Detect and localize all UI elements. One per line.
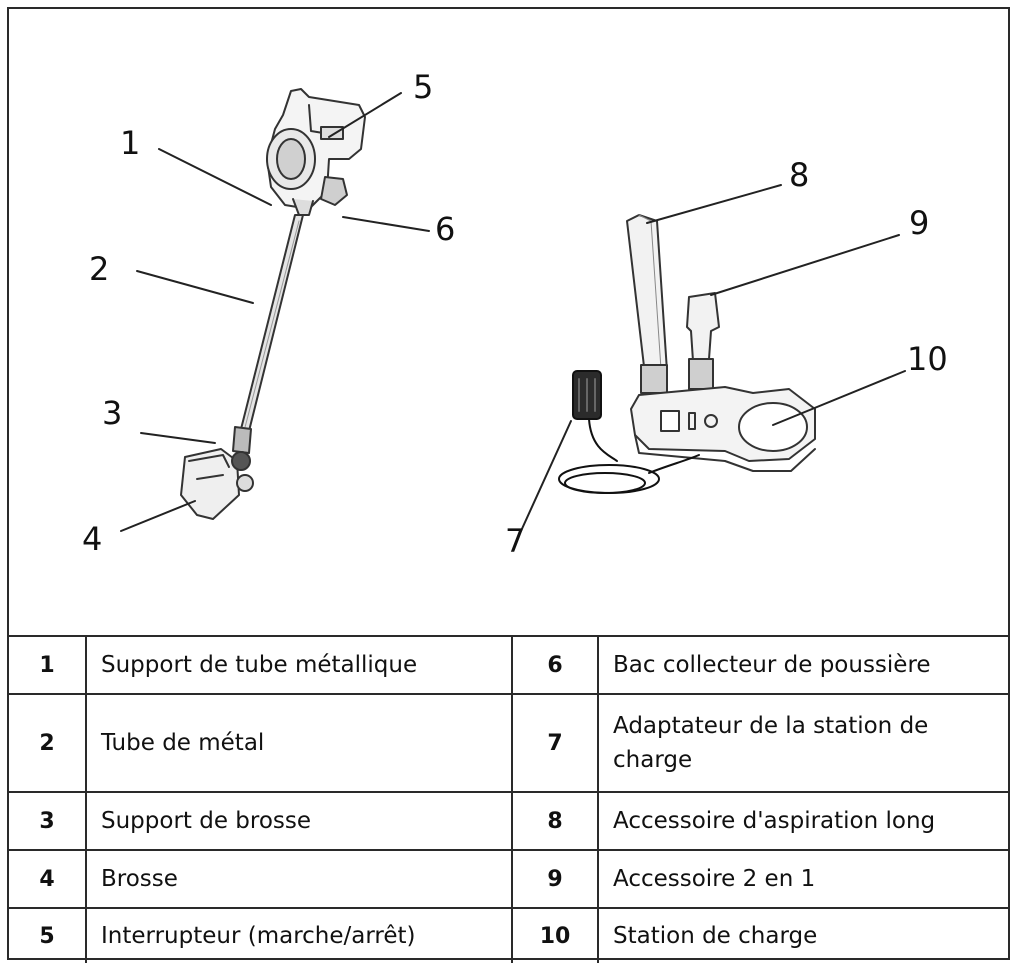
table-row: 3 Support de brosse 8 Accessoire d'aspir…	[9, 791, 1008, 851]
vacuum-body-drawing	[266, 88, 366, 216]
callout-2: 2	[89, 250, 110, 288]
part-number: 1	[9, 635, 87, 695]
callout-1: 1	[120, 124, 141, 162]
charging-base-drawing	[630, 386, 816, 472]
callout-9: 9	[909, 204, 930, 242]
callout-4: 4	[82, 520, 103, 558]
adapter-cable-drawing	[558, 370, 700, 494]
part-number: 7	[511, 693, 599, 793]
part-number: 9	[511, 849, 599, 909]
long-crevice-tool-drawing	[626, 214, 668, 394]
part-label: Interrupteur (marche/arrêt)	[85, 907, 513, 963]
part-label: Accessoire 2 en 1	[597, 849, 1008, 909]
callout-5: 5	[413, 68, 434, 106]
callout-8: 8	[789, 156, 810, 194]
part-number: 10	[511, 907, 599, 963]
metal-tube-drawing	[232, 214, 304, 454]
part-label: Adaptateur de la station de charge	[597, 693, 1008, 793]
part-label: Support de tube métallique	[85, 635, 513, 695]
part-number: 6	[511, 635, 599, 695]
part-label: Brosse	[85, 849, 513, 909]
table-row: 5 Interrupteur (marche/arrêt) 10 Station…	[9, 907, 1008, 963]
callout-6: 6	[435, 210, 456, 248]
two-in-one-tool-drawing	[686, 292, 720, 390]
part-number: 2	[9, 693, 87, 793]
table-row: 2 Tube de métal 7 Adaptateur de la stati…	[9, 693, 1008, 793]
callout-3: 3	[102, 394, 123, 432]
part-label: Tube de métal	[85, 693, 513, 793]
part-label: Station de charge	[597, 907, 1008, 963]
part-number: 3	[9, 791, 87, 851]
part-label: Bac collecteur de poussière	[597, 635, 1008, 695]
part-number: 5	[9, 907, 87, 963]
part-number: 8	[511, 791, 599, 851]
brush-head-drawing	[180, 448, 254, 520]
part-number: 4	[9, 849, 87, 909]
callout-10: 10	[907, 340, 948, 378]
table-row: 1 Support de tube métallique 6 Bac colle…	[9, 635, 1008, 695]
leader-lines	[120, 92, 906, 532]
vacuum-diagram	[120, 88, 906, 532]
callout-7: 7	[505, 522, 526, 560]
part-label: Accessoire d'aspiration long	[597, 791, 1008, 851]
document-frame: 1 2 3 4 5 6 7 8 9 10 1 Support de tube m…	[7, 7, 1010, 963]
table-row: 4 Brosse 9 Accessoire 2 en 1	[9, 849, 1008, 909]
product-illustration: 1 2 3 4 5 6 7 8 9 10	[9, 9, 1008, 635]
part-label: Support de brosse	[85, 791, 513, 851]
parts-table: 1 Support de tube métallique 6 Bac colle…	[9, 635, 1008, 963]
